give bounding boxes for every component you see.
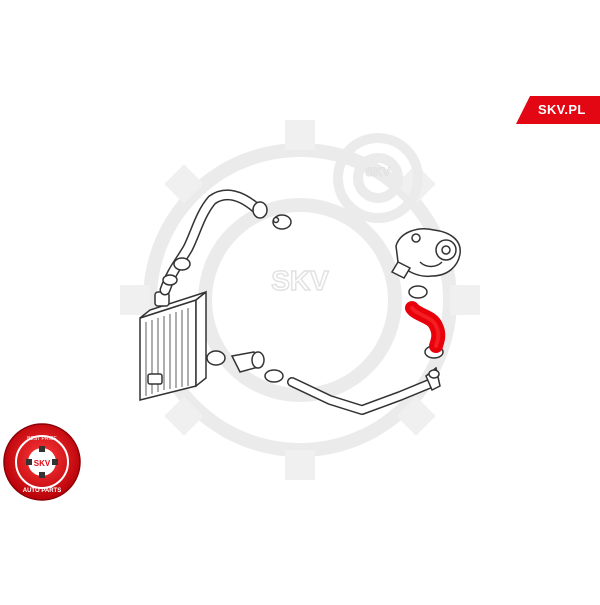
brand-tag-label: SKV.PL bbox=[538, 102, 586, 117]
watermark-text-large: SKV bbox=[271, 265, 329, 296]
highlighted-charge-air-hose bbox=[405, 301, 446, 353]
brand-badge: SKV BEST PRICE AUTO PARTS bbox=[3, 423, 81, 501]
intercooler-radiator bbox=[139, 290, 207, 401]
watermark-gear-small bbox=[333, 133, 423, 223]
badge-ring-top-text: BEST PRICE bbox=[27, 436, 57, 442]
badge-ring-bottom-text: AUTO PARTS bbox=[23, 488, 61, 494]
hose-clamp bbox=[162, 214, 292, 286]
turbo-housing bbox=[390, 228, 461, 279]
badge-center-text: SKV bbox=[34, 459, 51, 468]
lower-connector-hose bbox=[206, 350, 284, 383]
watermark-text-small: SKV bbox=[366, 165, 391, 179]
watermark-gear-large bbox=[120, 120, 480, 480]
charge-air-pipe bbox=[287, 366, 441, 415]
brand-tag: SKV.PL bbox=[516, 96, 600, 124]
brand-tag-shape bbox=[516, 96, 600, 124]
